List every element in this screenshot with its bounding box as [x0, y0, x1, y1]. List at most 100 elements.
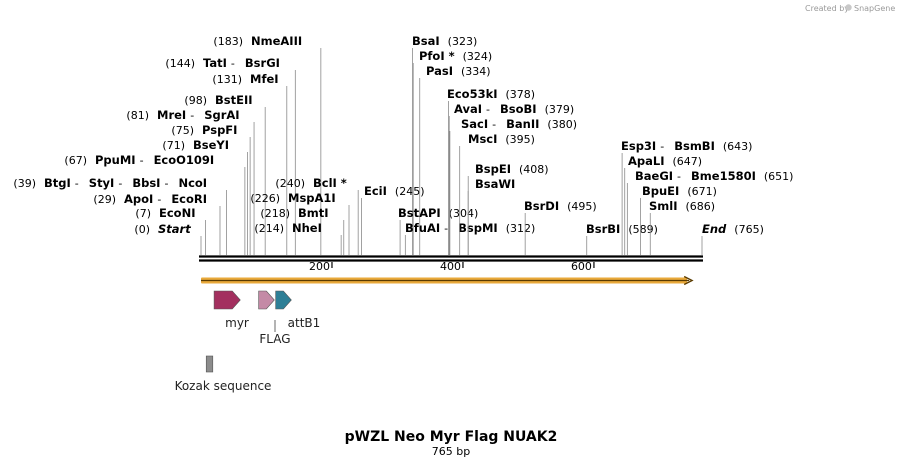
- site-name: BstEII: [215, 93, 253, 107]
- site-position: (765): [734, 223, 764, 236]
- site-msci[interactable]: MscI(395): [459, 132, 535, 255]
- site-btgi-styi-bbsi-ncoi[interactable]: BtgI-StyI-BbsI-NcoI(39): [13, 176, 227, 255]
- scale-tick-label: 400: [440, 260, 461, 273]
- site-name: End: [702, 222, 727, 236]
- site-nmeaiii[interactable]: NmeAIII(183): [213, 34, 322, 255]
- site-name: BclI *: [313, 176, 347, 190]
- site-name: AvaI: [454, 102, 482, 116]
- site-name: PspFI: [202, 123, 237, 137]
- feature-flag[interactable]: FLAG: [258, 290, 291, 346]
- site-bseyi[interactable]: BseYI(71): [162, 138, 248, 255]
- site-name: StyI: [89, 176, 115, 190]
- site-name: MspA1I: [288, 191, 336, 205]
- site-ecii[interactable]: EciI(245): [361, 184, 425, 255]
- feature-attb1[interactable]: attB1: [275, 290, 321, 330]
- site-name: BsrDI: [524, 199, 559, 213]
- site-position: (589): [628, 223, 658, 236]
- site-position: (686): [686, 200, 716, 213]
- site-pasi[interactable]: PasI(334): [419, 64, 491, 255]
- feature-arrow: [258, 290, 275, 310]
- site-position: (183): [213, 35, 243, 48]
- site-name: BpuEI: [642, 184, 679, 198]
- site-apoi-ecori[interactable]: ApoI-EcoRI(29): [93, 192, 221, 255]
- site-ppumi-ecoo109i[interactable]: PpuMI-EcoO109I(67): [64, 153, 246, 255]
- site-bsai[interactable]: BsaI(323): [412, 34, 477, 255]
- site-name: MfeI: [250, 72, 279, 86]
- site-end[interactable]: End (765): [701, 222, 764, 255]
- site-separator: -: [444, 222, 448, 235]
- site-position: (71): [162, 139, 185, 152]
- site-smli[interactable]: SmlI(686): [649, 199, 715, 255]
- site-name: BanII: [506, 117, 539, 131]
- site-tati-bsrgi[interactable]: TatI - BsrGI (144): [165, 56, 296, 255]
- site-start[interactable]: Start (0): [134, 222, 202, 255]
- site-name: Start: [158, 222, 191, 236]
- site-name: BspEI: [475, 162, 511, 176]
- feature-kozak-sequence[interactable]: Kozak sequence: [175, 355, 272, 393]
- site-eco53ki[interactable]: Eco53kI(378): [447, 87, 535, 255]
- site-separator: -: [140, 154, 144, 167]
- scale-tick-label: 600: [571, 260, 592, 273]
- site-avai-bsobi[interactable]: AvaI-BsoBI (379): [448, 102, 575, 255]
- site-name: BsoBI: [500, 102, 537, 116]
- site-name: SgrAI: [204, 108, 239, 122]
- site-name: NheI: [292, 221, 322, 235]
- site-esp3i-bsmbi[interactable]: Esp3I-BsmBI(643): [621, 139, 752, 255]
- site-position: (408): [519, 163, 549, 176]
- site-position: (379): [545, 103, 575, 116]
- site-name: PfoI *: [419, 49, 455, 63]
- site-pfoi[interactable]: PfoI *(324): [412, 49, 492, 255]
- site-apali[interactable]: ApaLI (647): [624, 154, 703, 255]
- site-bcli[interactable]: BclI *(240): [275, 176, 359, 255]
- site-separator: -: [118, 177, 122, 190]
- orf-arrow[interactable]: [201, 275, 694, 286]
- site-name: MscI: [468, 132, 497, 146]
- site-mrei-sgrai[interactable]: MreI-SgrAI(81): [126, 108, 255, 255]
- site-name: Eco53kI: [447, 87, 498, 101]
- site-position: (334): [461, 65, 491, 78]
- site-bmti[interactable]: BmtI(218): [260, 206, 345, 255]
- site-name: BsrBI: [586, 222, 620, 236]
- site-econi[interactable]: EcoNI(7): [135, 206, 206, 255]
- site-saci-banii[interactable]: SacI-BanII(380): [449, 117, 577, 255]
- snapgene-credit: Created by SnapGene: [805, 4, 895, 13]
- site-bstapi[interactable]: BstAPI(304): [398, 206, 478, 255]
- credit-text: Created by: [805, 4, 849, 13]
- site-bspei[interactable]: BspEI (408): [467, 162, 549, 255]
- site-name: ApaLI: [628, 154, 665, 168]
- site-mfei[interactable]: MfeI(131): [212, 72, 288, 255]
- site-position: (651): [764, 170, 794, 183]
- site-bsawi[interactable]: BsaWI: [467, 177, 515, 255]
- restriction-sites: NmeAIII(183)TatI - BsrGI (144) MfeI(131)BstE…: [13, 34, 793, 255]
- site-baegi-bme1580i[interactable]: BaeGI-Bme1580I(651): [626, 169, 794, 255]
- feature-label: FLAG: [259, 332, 290, 346]
- site-name: BfuAI: [405, 221, 440, 235]
- feature-myr[interactable]: myr: [213, 290, 249, 330]
- site-name: PpuMI: [95, 153, 136, 167]
- site-bsrdi[interactable]: BsrDI(495): [524, 199, 597, 255]
- site-mspa1i[interactable]: MspA1I (226): [250, 191, 350, 255]
- site-separator: -: [660, 140, 664, 153]
- site-position: (226): [250, 192, 280, 205]
- site-pspfi[interactable]: PspFI(75): [171, 123, 251, 255]
- site-bpuei[interactable]: BpuEI(671): [640, 184, 717, 255]
- feature-arrow: [275, 290, 292, 310]
- site-name: TatI: [203, 56, 227, 70]
- site-bsteii[interactable]: BstEII(98): [184, 93, 266, 255]
- site-bfuai-bspmi[interactable]: BfuAI-BspMI(312): [404, 221, 535, 255]
- site-position: (647): [673, 155, 703, 168]
- site-separator: -: [492, 118, 496, 131]
- site-nhei[interactable]: NheI(214): [254, 221, 342, 255]
- site-name: SacI: [461, 117, 488, 131]
- site-separator: -: [164, 177, 168, 190]
- site-name: EcoRI: [171, 192, 207, 206]
- site-position: (144): [165, 57, 195, 70]
- site-name: BsaWI: [475, 177, 515, 191]
- site-name: BsrGI: [245, 56, 280, 70]
- snapgene-logo-icon: [845, 4, 852, 11]
- orf-arrow-head-icon: [683, 275, 694, 286]
- site-position: (0): [134, 223, 150, 236]
- site-name: BbsI: [132, 176, 160, 190]
- feature-label: Kozak sequence: [175, 379, 272, 393]
